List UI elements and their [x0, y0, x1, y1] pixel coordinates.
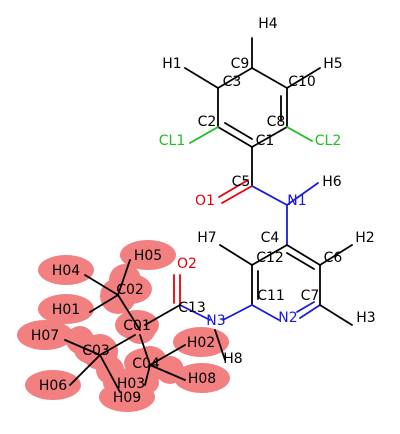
- bond-c9-c3: [217, 67, 253, 89]
- highlight-h02: [173, 327, 229, 357]
- atom-label-h3: H3: [356, 310, 375, 326]
- bond-layer: [64, 37, 353, 393]
- atom-label-c6: C6: [324, 250, 343, 266]
- atom-label-h2: H2: [355, 230, 374, 246]
- highlight-h05: [120, 240, 176, 270]
- atom-label-c5: C5: [232, 174, 251, 190]
- highlight-h08: [174, 363, 230, 393]
- highlight-h04: [38, 255, 94, 285]
- atom-label-c10: C10: [288, 74, 316, 90]
- bond-c4-c12: [251, 244, 288, 266]
- bond-c11-n2: [251, 304, 280, 321]
- bond-c01-c02: [117, 294, 141, 331]
- bond-c04-h02: [149, 344, 186, 366]
- highlight-bond-blob: [109, 264, 141, 296]
- bond-c5-o1-double: [218, 179, 249, 198]
- atom-label-h1: H1: [162, 56, 181, 72]
- atom-label-c4: C4: [261, 230, 280, 246]
- highlight-h07: [17, 320, 73, 350]
- atom-label-c2: C2: [198, 114, 217, 130]
- atom-label-h04: H04: [52, 263, 80, 279]
- atom-label-c8: C8: [267, 114, 286, 130]
- atom-label-c04: C04: [132, 356, 160, 372]
- tert-butyl-highlight: [17, 240, 230, 412]
- atom-label-h7: H7: [197, 230, 216, 246]
- atom-label-h07: H07: [31, 328, 59, 344]
- atom-label-o1: O1: [195, 193, 215, 209]
- bond-c02-h01: [89, 294, 119, 313]
- atom-label-h08: H08: [188, 371, 216, 387]
- atom-label-h09: H09: [113, 390, 141, 406]
- bond-c03-h07: [64, 339, 101, 356]
- highlight-bond-blob: [96, 356, 124, 384]
- atom-label-o2: O2: [177, 256, 197, 272]
- atom-label-h5: H5: [323, 56, 342, 72]
- bond-c5-n1: [251, 185, 288, 206]
- atom-label-c9: C9: [231, 56, 250, 72]
- atom-label-c11: C11: [257, 288, 285, 304]
- bond-c04-h03: [144, 364, 151, 386]
- atom-label-h03: H03: [117, 376, 145, 392]
- bond-c01-c03: [99, 334, 136, 356]
- atom-label-h4: H4: [258, 16, 278, 32]
- atom-label-n1: N1: [287, 193, 306, 209]
- highlight-bond-blob: [66, 326, 94, 354]
- bond-c3-h1: [184, 67, 219, 89]
- bond-n3-h8: [214, 329, 226, 361]
- bond-c02-h05: [117, 259, 131, 296]
- bond-c04-h08: [149, 364, 186, 381]
- atom-label-h06: H06: [39, 378, 67, 394]
- bond-c2-c1: [217, 126, 253, 148]
- bond-c2-cl1: [189, 126, 219, 144]
- atom-label-n3: N3: [206, 313, 225, 329]
- atom-label-cl1: CL1: [159, 133, 185, 149]
- atom-label-c12: C12: [256, 250, 284, 266]
- atom-label-h05: H05: [134, 248, 162, 264]
- bond-c5-o1: [221, 185, 253, 204]
- bond-c01-c04: [139, 334, 151, 366]
- atom-label-c13: C13: [178, 300, 206, 316]
- bond-c13-c01: [144, 304, 181, 326]
- bond-c7-n2: [299, 304, 321, 319]
- highlight-h09: [99, 382, 155, 412]
- bond-c9-c10: [251, 67, 288, 89]
- atom-label-c3: C3: [223, 74, 242, 90]
- bond-c03-h09: [99, 354, 121, 393]
- atom-label-n2: N2: [278, 310, 297, 326]
- bond-c8-cl2: [286, 126, 313, 142]
- atom-label-h6: H6: [322, 174, 342, 190]
- bond-c2-c1-inner: [224, 122, 253, 140]
- bond-c03-h06: [69, 354, 101, 386]
- bond-c12-h7: [219, 244, 253, 266]
- atom-label-cl2: CL2: [315, 133, 341, 149]
- bond-c7-n2-inner: [296, 301, 315, 313]
- highlight-h01: [38, 294, 94, 324]
- bond-c4-c6: [286, 244, 321, 266]
- atom-label-c7: C7: [301, 288, 320, 304]
- atom-label-h01: H01: [52, 302, 80, 318]
- bond-c7-h3: [319, 304, 353, 326]
- highlight-h06: [25, 370, 81, 400]
- atom-label-c1: C1: [256, 133, 275, 149]
- atom-label-h02: H02: [187, 335, 215, 351]
- bond-c10-h5: [286, 67, 321, 89]
- bond-c11-n3: [222, 304, 253, 321]
- bond-c02-h04: [84, 274, 119, 296]
- bond-c6-h2: [319, 244, 353, 266]
- bond-c8-c1: [251, 126, 288, 148]
- atom-label-c03: C03: [82, 343, 110, 359]
- bond-c4-c6-inner: [286, 252, 315, 270]
- bond-n1-h6: [286, 182, 319, 206]
- atom-label-c01: C01: [123, 318, 151, 334]
- bond-n3-c13: [179, 304, 211, 321]
- atom-label-h8: H8: [223, 351, 242, 367]
- atom-label-c02: C02: [116, 282, 144, 298]
